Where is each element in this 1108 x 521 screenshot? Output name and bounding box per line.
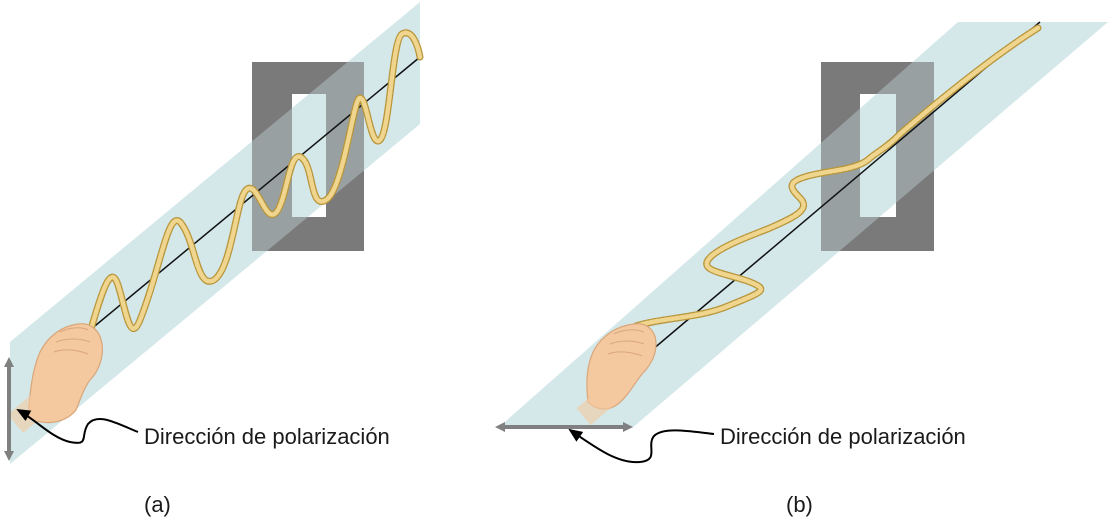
polarization-label-b: Dirección de polarización <box>720 424 966 449</box>
caption-a: (a) <box>144 492 171 517</box>
caption-b: (b) <box>786 492 813 517</box>
slit-frame-b <box>821 62 934 251</box>
polarization-plane-a <box>10 2 420 464</box>
polarization-plane-b <box>498 22 1108 428</box>
rope-b <box>632 24 1042 330</box>
polarization-label-a: Dirección de polarización <box>144 424 390 449</box>
rope-a <box>86 29 424 336</box>
pointer-curve-b <box>568 428 715 464</box>
axis-line-b <box>651 21 1041 351</box>
pointer-curve-a <box>16 409 139 444</box>
hand-b <box>576 323 657 426</box>
panel-a: Dirección de polarización (a) <box>4 2 424 517</box>
panel-b: Dirección de polarización (b) <box>495 21 1108 517</box>
